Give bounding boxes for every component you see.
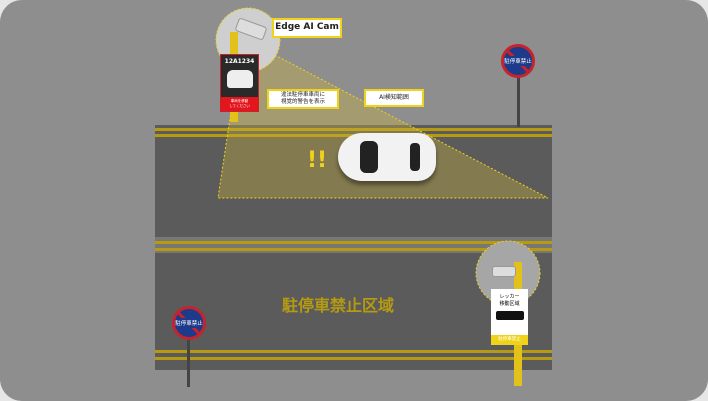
tow-zone-sign: レッカー 移動区域 駐停車禁止 (491, 289, 528, 345)
no-parking-sign: 駐停車禁止 (172, 306, 206, 340)
no-parking-text: 駐停車禁止 (175, 318, 203, 328)
warning-display: 12A1234 車両を移動 してください (220, 54, 259, 112)
alert-icon: !! (307, 148, 328, 173)
no-parking-sign: 駐停車禁止 (501, 44, 535, 78)
car (338, 133, 436, 181)
display-message: 車両を移動 してください (221, 97, 258, 111)
no-parking-text: 駐停車禁止 (504, 56, 532, 66)
tow-truck-icon (495, 311, 524, 320)
lane-line (155, 248, 552, 251)
tow-sign-footer: 駐停車禁止 (491, 335, 528, 345)
camera-label: Edge AI Cam (272, 18, 342, 38)
lane-line (155, 128, 552, 131)
lane-line (155, 357, 552, 360)
display-plate: 12A1234 (224, 58, 255, 65)
car-rear-window (410, 143, 420, 171)
lane-line (155, 350, 552, 353)
camera-icon (492, 266, 516, 277)
warning-label: 違法駐停車車両に 視覚的警告を表示 (267, 89, 339, 109)
lane-line (155, 241, 552, 244)
detection-label: AI検知範囲 (364, 89, 424, 107)
sign-pole (187, 335, 190, 387)
car-windshield (360, 141, 378, 173)
tow-sign-title: レッカー 移動区域 (499, 294, 520, 307)
zone-label: 駐停車禁止区域 (282, 296, 395, 315)
car-icon (226, 70, 253, 88)
sign-pole (517, 75, 520, 127)
